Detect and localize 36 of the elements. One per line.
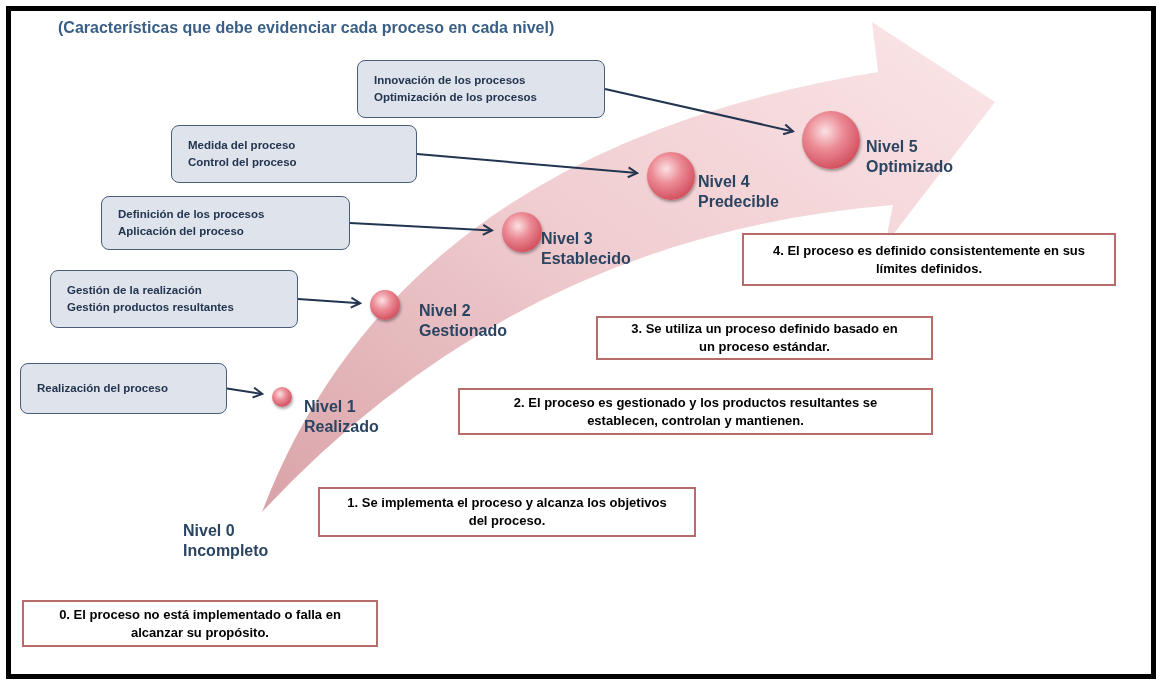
description-text: 1. Se implementa el proceso y alcanza los objetivos del proceso. (346, 494, 668, 530)
arrow (226, 386, 264, 399)
practice-box (171, 125, 417, 183)
practice-text: Definición de los procesos (118, 207, 266, 222)
practice-box (50, 270, 298, 328)
practice-box (20, 363, 227, 414)
description-box (596, 316, 933, 360)
level-label: Nivel 1 Realizado (304, 397, 380, 437)
description-box (742, 233, 1116, 286)
practice-text: Innovación de los procesos (374, 73, 527, 88)
arrow (297, 296, 362, 309)
practice-text: Control del proceso (188, 155, 298, 170)
description-box (318, 487, 696, 537)
level-label: Nivel 5 Optimizado (866, 137, 955, 177)
level-label: Nivel 2 Gestionado (419, 301, 508, 341)
practice-text: Realización del proceso (37, 381, 169, 396)
arrow (349, 222, 494, 236)
level-label: Nivel 3 Establecido (541, 229, 632, 269)
practice-box (101, 196, 350, 250)
description-text: 3. Se utiliza un proceso definido basado en un proceso estándar. (630, 320, 899, 356)
description-text: 0. El proceso no está implementado o falla en alcanzar su propósito. (58, 605, 342, 642)
practice-text: Gestión de la realización (67, 283, 203, 298)
arrow (604, 88, 794, 136)
arrow (416, 153, 639, 179)
level-label: Nivel 4 Predecible (698, 172, 780, 212)
description-text: 2. El proceso es gestionado y los productos resultantes se establecen, controlan y mantienen. (512, 393, 879, 430)
description-box (22, 600, 378, 647)
description-box (458, 388, 933, 435)
description-text: 4. El proceso es definido consistentemente en sus límites definidos. (771, 241, 1087, 278)
practice-text: Medida del proceso (188, 138, 297, 153)
practice-text: Aplicación del proceso (118, 224, 245, 239)
practice-box (357, 60, 605, 118)
title: (Características que debe evidenciar cada proceso en cada nivel) (58, 18, 555, 38)
practice-text: Optimización de los procesos (374, 90, 538, 105)
practice-text: Gestión productos resultantes (67, 300, 235, 315)
level-label: Nivel 0 Incompleto (183, 521, 270, 561)
